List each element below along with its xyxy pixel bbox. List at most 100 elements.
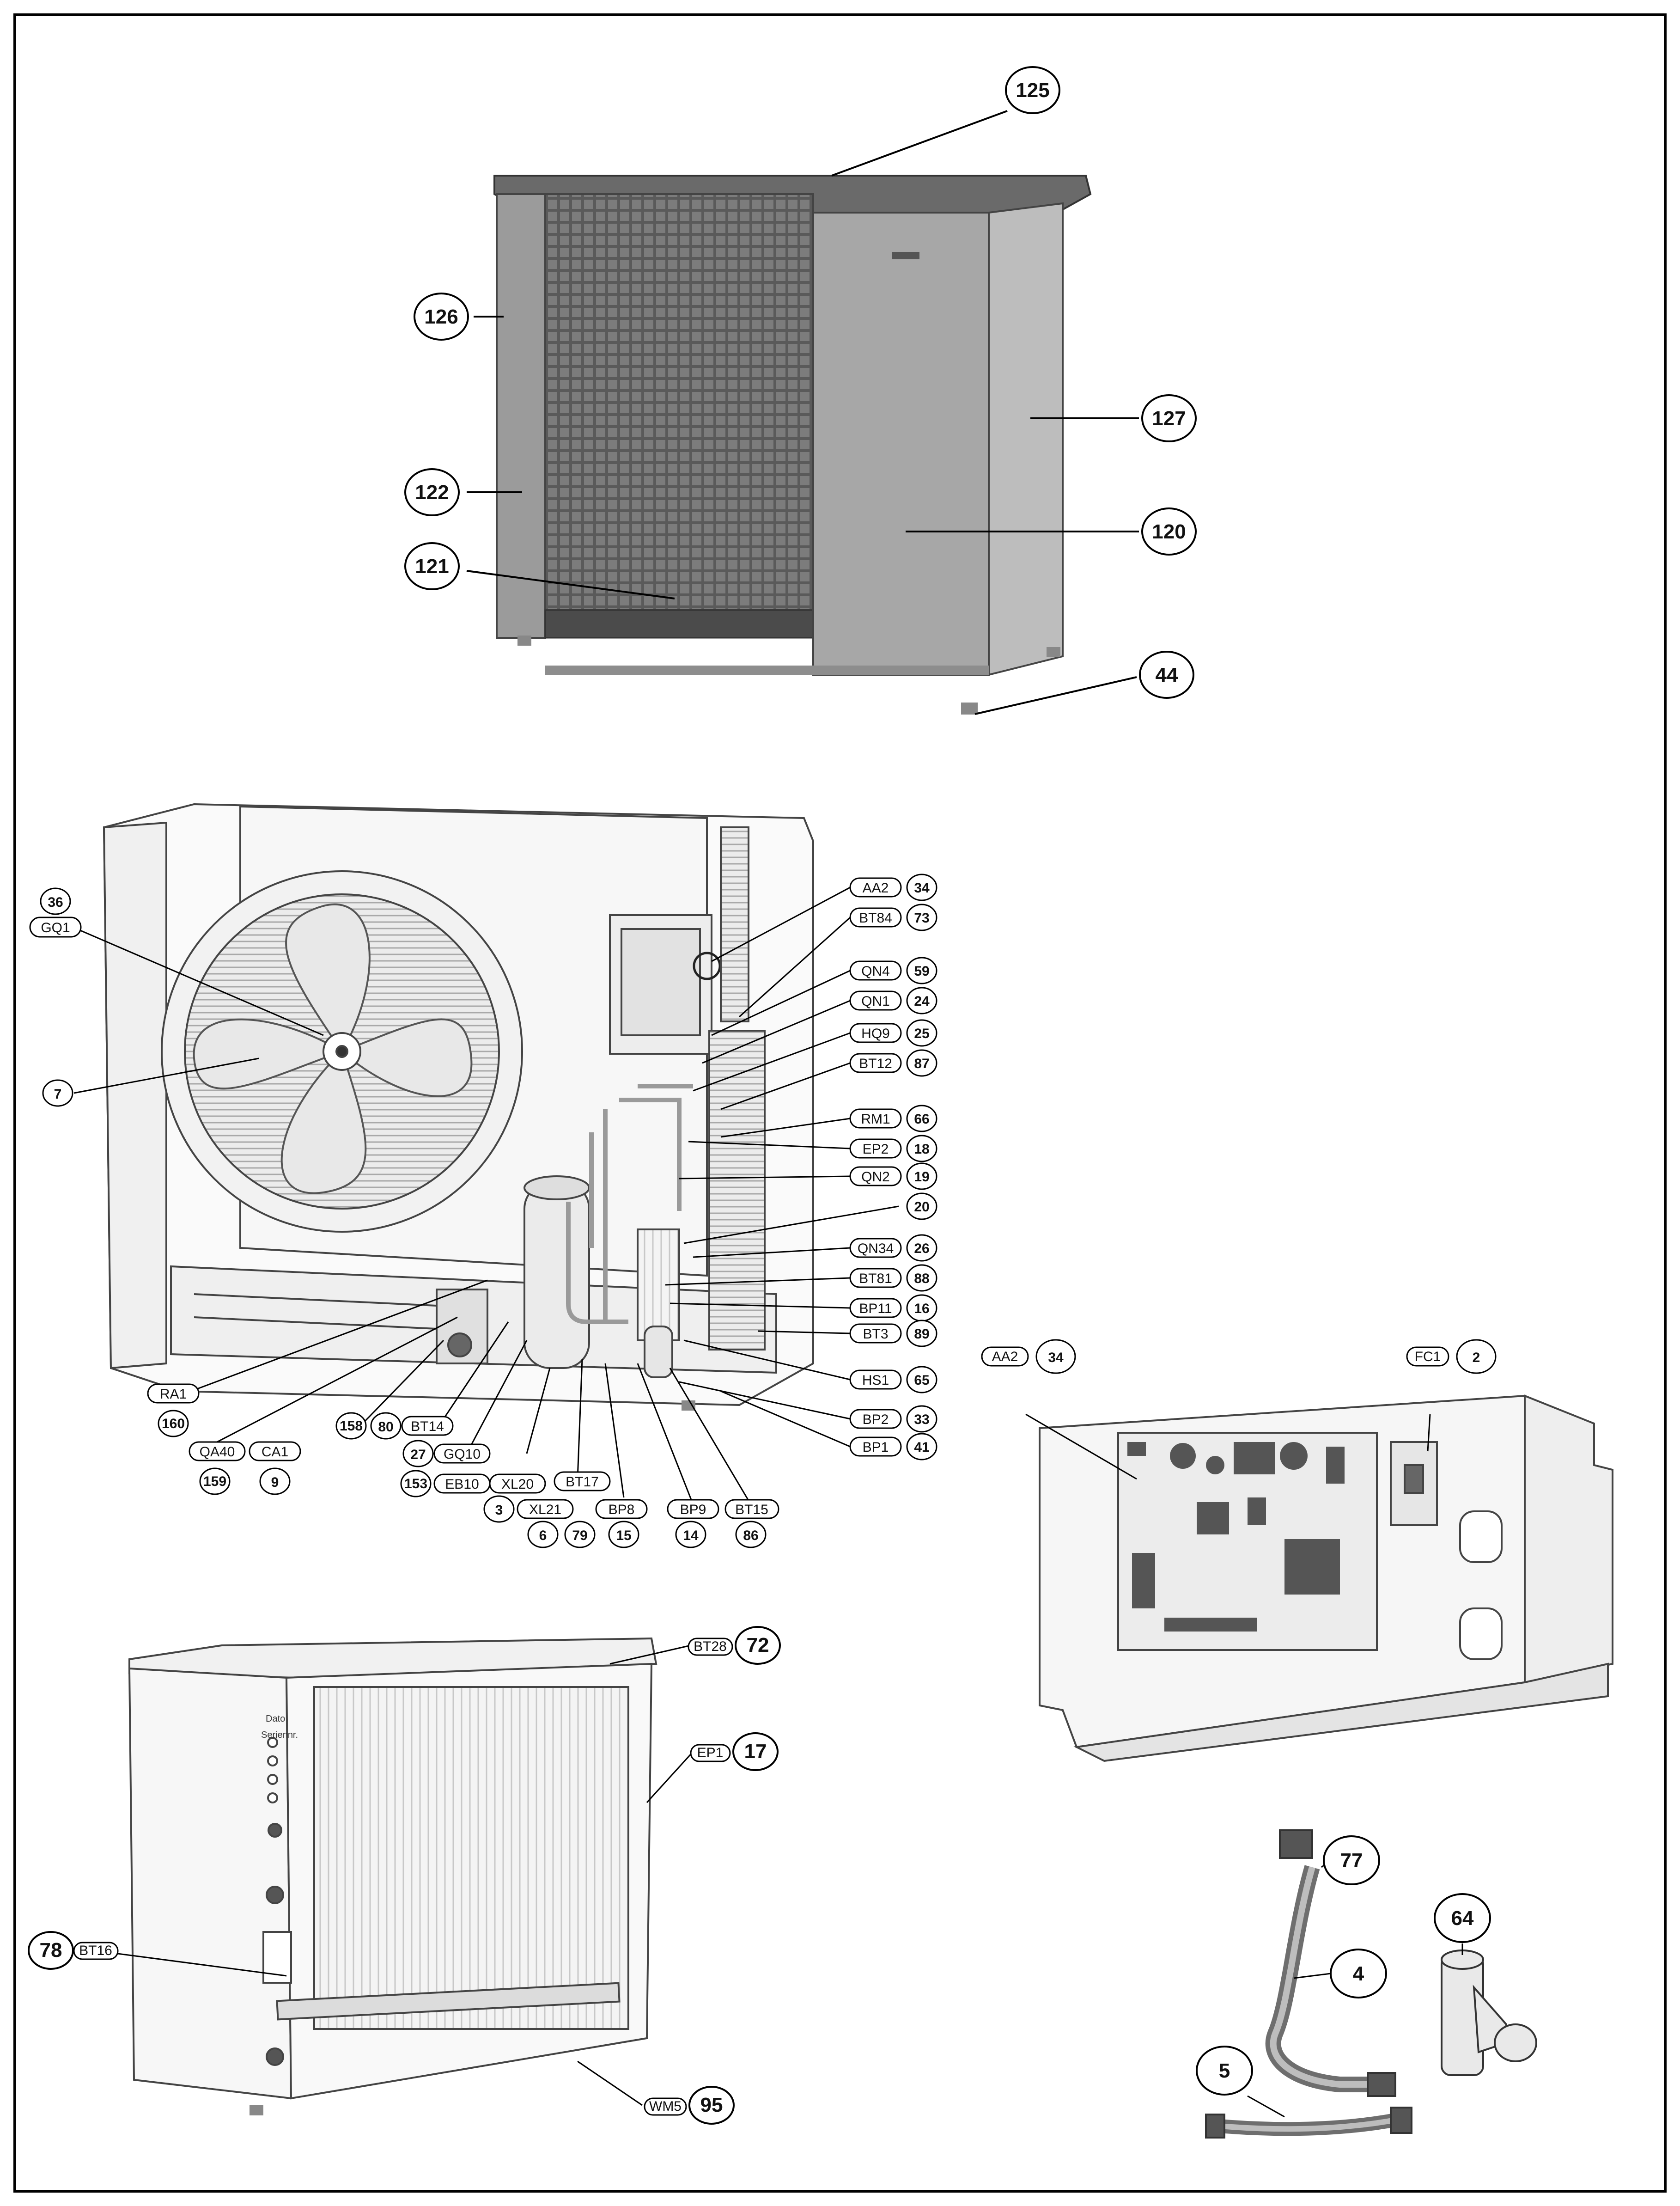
unit-bottom-grille — [544, 609, 814, 639]
refrigerant-pipes — [566, 1084, 693, 1324]
tag-XL20: XL20 — [489, 1473, 546, 1494]
condenser-coil — [708, 1030, 766, 1350]
control-box-slot — [1459, 1607, 1503, 1660]
callout-160: 160 — [158, 1410, 189, 1437]
control-box-leaders — [1025, 1413, 1431, 1480]
callout-36: 36 — [40, 887, 71, 915]
svg-text:AA2: AA2 — [992, 1349, 1018, 1364]
fan-blades — [193, 903, 473, 1194]
control-box-slot — [1459, 1510, 1503, 1563]
unit-front-service-panel — [812, 212, 990, 676]
outdoor-unit-leaders — [466, 110, 1139, 715]
tag-RM1: RM1 66 — [849, 1105, 937, 1132]
svg-text:QN1: QN1 — [861, 994, 890, 1009]
svg-text:4: 4 — [1353, 1962, 1364, 1985]
svg-text:87: 87 — [914, 1056, 929, 1071]
callout-20: 20 — [906, 1192, 937, 1220]
svg-text:9: 9 — [271, 1475, 279, 1490]
svg-text:160: 160 — [162, 1416, 185, 1431]
svg-text:36: 36 — [48, 895, 63, 910]
svg-text:121: 121 — [415, 555, 449, 578]
rear-panel-label-2: Seriennr. — [261, 1730, 298, 1740]
electrical-board — [621, 928, 701, 1036]
svg-text:BT12: BT12 — [859, 1056, 892, 1071]
callout-159: 159 — [199, 1467, 231, 1495]
svg-text:CA1: CA1 — [262, 1444, 288, 1460]
tag-BT17: BT17 — [554, 1471, 611, 1491]
callout-125: 125 — [1005, 66, 1060, 114]
inverter-coil — [447, 1332, 472, 1357]
flexible-hose-5-core — [1219, 2116, 1401, 2132]
svg-text:BT3: BT3 — [863, 1326, 888, 1342]
callout-6: 6 — [527, 1521, 559, 1548]
svg-text:BT84: BT84 — [859, 911, 892, 926]
svg-text:BT28: BT28 — [694, 1639, 727, 1654]
svg-text:2: 2 — [1473, 1350, 1480, 1365]
callout-9: 9 — [259, 1467, 291, 1495]
callout-158: 158 — [335, 1412, 367, 1440]
svg-text:7: 7 — [54, 1087, 62, 1102]
rear-evaporator-coil — [313, 1686, 629, 2030]
tag-BT14: BT14 — [401, 1416, 454, 1436]
svg-text:BT17: BT17 — [566, 1474, 599, 1490]
svg-text:RM1: RM1 — [861, 1112, 890, 1127]
right-coil-strip — [720, 826, 749, 1022]
rear-connection-ports — [266, 1737, 284, 2066]
casing-left-wall — [103, 821, 167, 1369]
callout-80: 80 — [370, 1412, 402, 1440]
callout-7: 7 — [42, 1079, 73, 1107]
svg-text:64: 64 — [1451, 1907, 1474, 1930]
svg-text:65: 65 — [914, 1373, 929, 1388]
tag-GQ10: GQ10 — [433, 1443, 491, 1464]
svg-text:GQ10: GQ10 — [444, 1447, 481, 1462]
svg-text:77: 77 — [1340, 1849, 1363, 1872]
svg-text:86: 86 — [743, 1528, 758, 1543]
unit-foot — [1047, 647, 1060, 657]
tag-QA40: QA40 — [189, 1441, 246, 1461]
pcb-components — [1127, 1442, 1345, 1632]
svg-text:79: 79 — [572, 1528, 587, 1543]
svg-text:18: 18 — [914, 1142, 929, 1157]
callout-14: 14 — [675, 1521, 706, 1548]
tag-BT15: BT15 — [724, 1499, 779, 1519]
callout-153: 153 — [400, 1470, 432, 1497]
callout-79: 79 — [564, 1521, 596, 1548]
callout-5: 5 — [1196, 2046, 1253, 2096]
svg-text:XL21: XL21 — [529, 1502, 561, 1517]
svg-text:17: 17 — [744, 1740, 767, 1763]
svg-text:6: 6 — [539, 1528, 547, 1543]
unit-base-shadow — [545, 666, 989, 675]
svg-text:EP1: EP1 — [697, 1745, 724, 1760]
hose-fitting-end — [1367, 2072, 1396, 2097]
callout-27: 27 — [402, 1440, 434, 1467]
svg-text:HS1: HS1 — [862, 1373, 889, 1388]
svg-text:88: 88 — [914, 1271, 929, 1286]
svg-text:27: 27 — [410, 1447, 426, 1462]
compressor — [523, 1182, 590, 1369]
svg-text:66: 66 — [914, 1112, 929, 1127]
svg-text:89: 89 — [914, 1326, 929, 1342]
accumulator — [644, 1326, 673, 1378]
svg-text:120: 120 — [1152, 520, 1186, 543]
svg-text:XL20: XL20 — [501, 1477, 534, 1492]
svg-text:BT15: BT15 — [735, 1502, 768, 1517]
unit-right-side-panel — [988, 202, 1064, 676]
unit-left-side-panel — [496, 193, 546, 639]
tag-BP8: BP8 — [595, 1499, 648, 1519]
svg-text:QN34: QN34 — [858, 1241, 894, 1256]
accessories-callouts: 77 4 5 64 — [1196, 1835, 1491, 2096]
tag-EP1: EP1 17 — [690, 1732, 779, 1771]
unit-badge — [892, 252, 919, 259]
svg-text:125: 125 — [1016, 79, 1049, 102]
